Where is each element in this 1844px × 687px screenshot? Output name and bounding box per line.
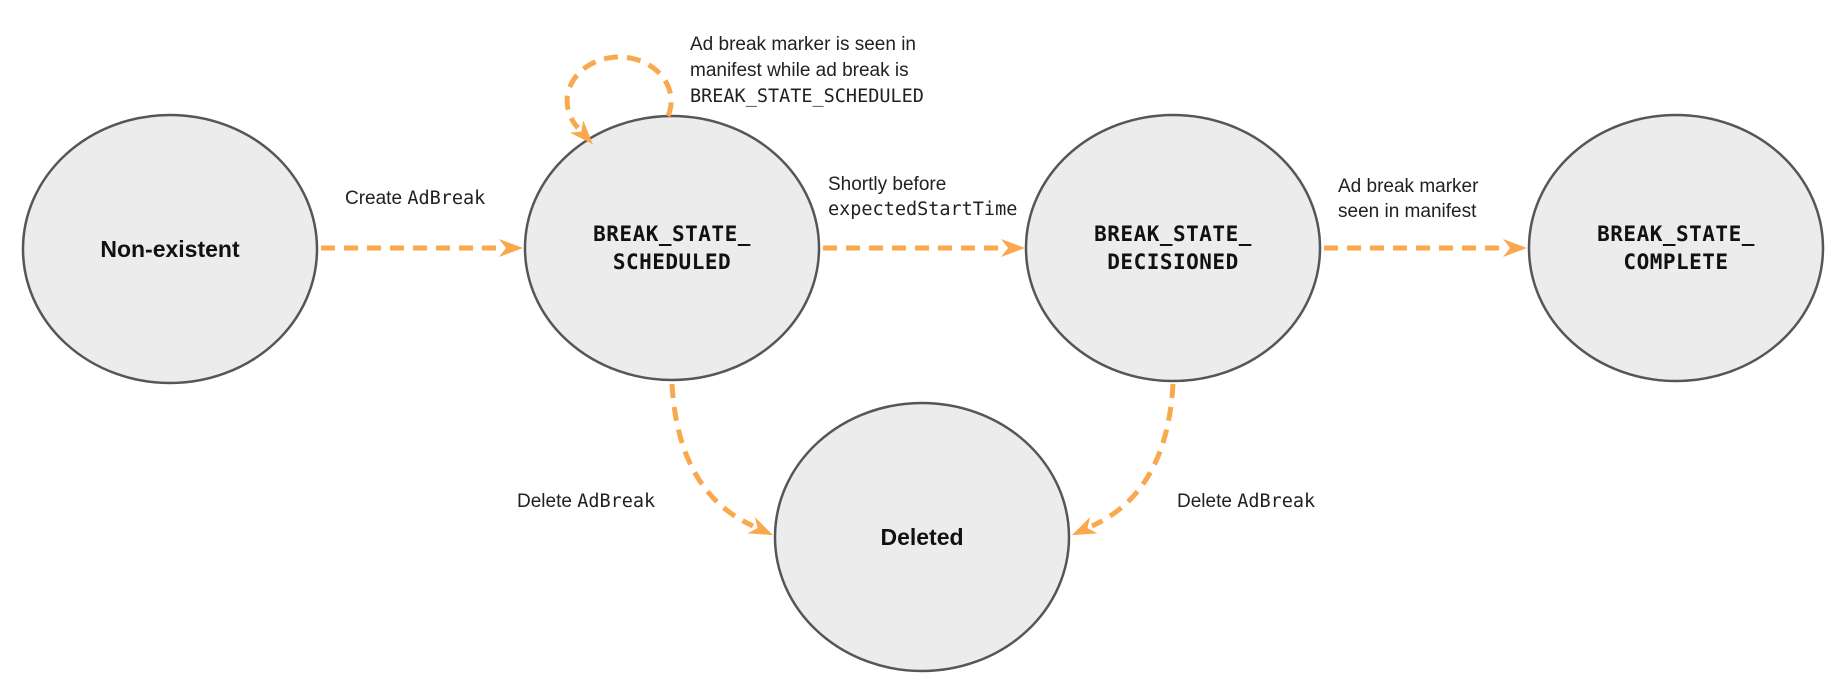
state-text-line2: SCHEDULED <box>612 250 732 274</box>
edge-label-line2: manifest while ad break is <box>690 60 909 81</box>
state-circle-scheduled <box>523 114 821 382</box>
arrow-self-loop-scheduled <box>564 54 674 145</box>
edge-label-shortly-before: Shortly before expectedStartTime <box>828 172 1017 222</box>
edge-label-plain: Delete <box>517 491 578 512</box>
edge-label-code: BREAK_STATE_SCHEDULED <box>690 86 924 107</box>
state-label-complete: BREAK_STATE_ COMPLETE <box>1529 115 1823 381</box>
edge-label-code: AdBreak <box>407 188 486 209</box>
state-circle-non-existent <box>21 113 319 385</box>
state-circle-complete <box>1527 113 1825 383</box>
edge-label-delete-adbreak-left: Delete AdBreak <box>517 489 655 515</box>
state-label-scheduled: BREAK_STATE_ SCHEDULED <box>525 116 819 380</box>
arrow-scheduled-to-deleted <box>669 383 774 536</box>
state-text-line2: COMPLETE <box>1623 250 1729 274</box>
state-text-line1: BREAK_STATE_ <box>1094 222 1252 246</box>
state-text: Deleted <box>880 524 964 550</box>
arrow-decisioned-to-deleted <box>1071 383 1176 536</box>
edge-label-line2: seen in manifest <box>1338 201 1477 222</box>
state-circle-deleted <box>773 401 1071 673</box>
state-text-line1: BREAK_STATE_ <box>593 222 751 246</box>
edge-label-code: AdBreak <box>1237 491 1316 512</box>
state-label-deleted: Deleted <box>775 403 1069 671</box>
state-text: Non-existent <box>100 236 240 262</box>
edge-label-line1: Ad break marker is seen in <box>690 34 916 55</box>
edge-label-code: expectedStartTime <box>828 199 1018 220</box>
state-text-line1: BREAK_STATE_ <box>1597 222 1755 246</box>
edge-label-line1: Ad break marker <box>1338 176 1479 197</box>
edge-label-plain: Create <box>345 188 408 209</box>
edge-label-delete-adbreak-right: Delete AdBreak <box>1177 489 1315 515</box>
state-label-decisioned: BREAK_STATE_ DECISIONED <box>1026 115 1320 381</box>
edge-label-plain: Delete <box>1177 491 1238 512</box>
edge-label-plain: Shortly before <box>828 174 947 195</box>
edge-label-code: AdBreak <box>577 491 656 512</box>
state-circle-decisioned <box>1024 113 1322 383</box>
edge-label-create-adbreak: Create AdBreak <box>345 186 485 212</box>
edge-label-self-loop: Ad break marker is seen in manifest whil… <box>690 32 924 110</box>
state-label-non-existent: Non-existent <box>23 115 317 383</box>
edge-label-marker-seen: Ad break marker seen in manifest <box>1338 174 1478 224</box>
state-text-line2: DECISIONED <box>1107 250 1239 274</box>
